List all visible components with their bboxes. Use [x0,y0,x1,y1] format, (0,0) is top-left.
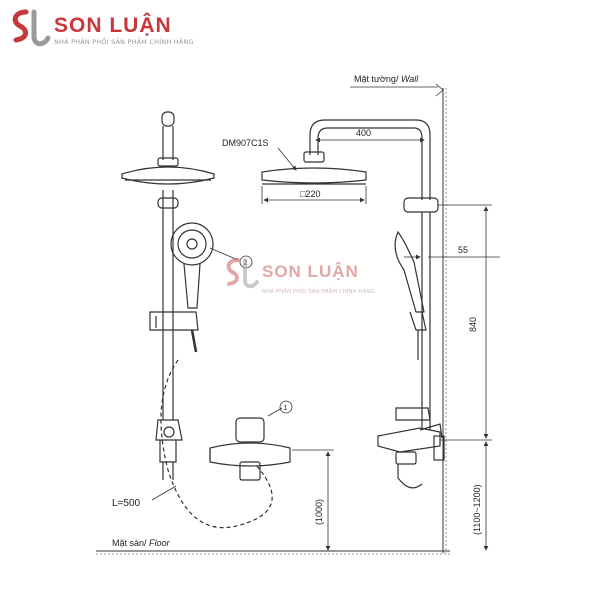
front-diverter [155,419,183,441]
front-pipe-joint [157,197,179,209]
wall-label: Mặt tường/ Wall [354,74,419,84]
side-hand-shower [394,230,425,313]
front-slide-holder [149,311,199,331]
front-mixer-body [209,442,291,467]
side-diverter [395,407,431,421]
watermark-logo-icon [226,258,259,289]
brand-header: SON LUẬN NHÀ PHÂN PHỐI SẢN PHẨM CHÍNH HÃ… [0,0,600,60]
dim-offset: 55 [458,245,468,255]
part-1-callout [279,400,293,414]
model-label: DM907C1S [222,138,269,148]
dim-height-range: (1100~1200) [472,484,482,535]
dim-head-size: □220 [300,189,320,199]
part-1-number: 1 [284,405,288,412]
side-rain-head [261,167,367,184]
side-view [261,88,447,553]
front-annotations [96,247,450,555]
front-mixer-lever [235,417,265,443]
side-mixer [377,427,441,453]
front-hand-shower-head [170,222,214,266]
side-shower-arm [309,119,431,200]
front-view [121,111,291,529]
dim-height-1000: (1000) [314,499,324,525]
side-wall-bracket [403,197,439,213]
hose-length-label: L=500 [112,498,141,509]
floor-label: Mặt sàn/ Floor [112,538,171,548]
brand-name: SON LUẬN [54,14,172,37]
brand-logo-icon [12,9,51,47]
dim-height-840: 840 [468,317,478,332]
front-hand-shower-handle [183,263,201,309]
watermark-name: SON LUẬN [262,262,359,281]
brand-tagline: NHÀ PHÂN PHỐI SẢN PHẨM CHÍNH HÃNG [54,38,194,46]
front-pipe-cap [161,111,175,127]
front-rain-head [121,166,215,185]
side-annotations [261,83,500,551]
dim-arm-length: 400 [356,128,371,138]
watermark-tagline: NHÀ PHÂN PHỐI SẢN PHẨM CHÍNH HÃNG [262,289,375,295]
front-head-connector [157,157,179,167]
